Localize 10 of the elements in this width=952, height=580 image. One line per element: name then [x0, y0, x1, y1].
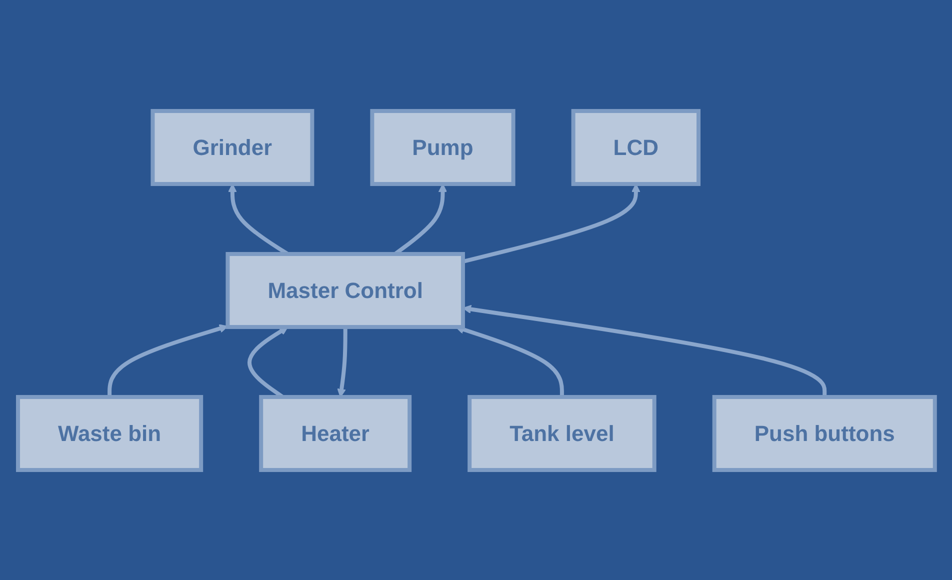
node-box: LCD	[570, 108, 700, 186]
node-box: Pump	[370, 108, 515, 186]
node-box: Tank level	[467, 394, 656, 472]
arrow	[336, 326, 347, 397]
node-box: Master Control	[225, 252, 464, 328]
node-box: Heater	[258, 394, 412, 472]
node-box: Push buttons	[712, 394, 936, 472]
node-box: Waste bin	[16, 394, 203, 472]
node-box: Grinder	[150, 108, 314, 186]
arrow	[107, 324, 228, 396]
